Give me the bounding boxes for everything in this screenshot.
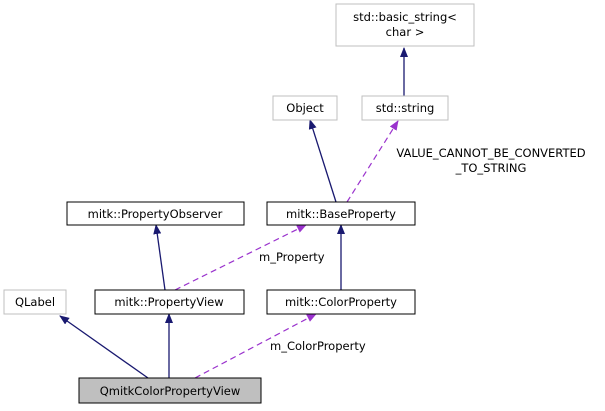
node-property-view-label: mitk::PropertyView [114,295,223,309]
edge-label-m-property: m_Property [259,250,325,264]
node-std-string[interactable]: std::string [361,95,449,121]
node-focus-qmitk-color-property-view[interactable]: QmitkColorPropertyView [78,377,262,404]
node-property-view[interactable]: mitk::PropertyView [94,289,245,315]
node-basic-string-line1: std::basic_string< [353,10,457,24]
edge-baseproperty-to-object [308,119,337,203]
edge-propertyview-to-propertyobserver [153,224,166,291]
node-base-property-label: mitk::BaseProperty [286,207,396,221]
node-object-label: Object [286,101,324,115]
edge-propertyview-uses-baseproperty [174,224,307,291]
edge-baseproperty-uses-stdstring [346,120,399,203]
node-qlabel[interactable]: QLabel [3,289,67,315]
node-qlabel-label: QLabel [15,295,55,309]
node-color-property-label: mitk::ColorProperty [285,295,397,309]
node-property-observer-label: mitk::PropertyObserver [88,207,223,221]
node-property-observer[interactable]: mitk::PropertyObserver [66,201,245,226]
edge-label-value-cannot-line1: VALUE_CANNOT_BE_CONVERTED [396,146,585,160]
edge-label-m-color-property: m_ColorProperty [270,339,366,353]
edge-focus-to-qlabel [59,315,149,379]
node-basic-string-line2: char > [386,25,425,39]
node-std-string-label: std::string [376,101,435,115]
node-basic-string[interactable]: std::basic_string< char > [335,3,475,47]
node-color-property[interactable]: mitk::ColorProperty [266,289,416,315]
node-base-property[interactable]: mitk::BaseProperty [266,201,416,226]
node-focus-label: QmitkColorPropertyView [100,384,241,398]
node-object[interactable]: Object [272,95,338,121]
edge-focus-uses-colorproperty [194,313,317,379]
edge-label-value-cannot-line2: _TO_STRING [455,161,527,175]
